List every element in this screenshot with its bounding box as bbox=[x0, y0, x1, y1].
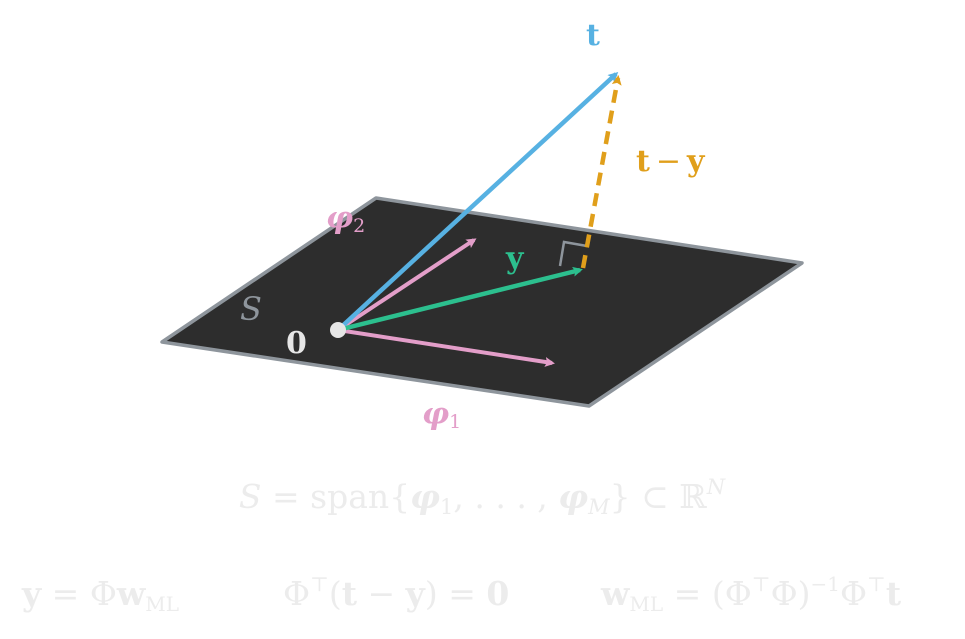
basis-1-label: φ1 bbox=[422, 397, 461, 433]
residual-vector-t-minus-y bbox=[580, 75, 622, 269]
eq3-sub: ML bbox=[629, 592, 663, 616]
span-formula-lhs: S bbox=[239, 477, 262, 516]
eq1-sub: ML bbox=[145, 592, 179, 616]
origin-label: 0 bbox=[286, 326, 307, 361]
eq3-sup3: ⊤ bbox=[867, 572, 886, 596]
eq2-minus: − bbox=[357, 574, 406, 613]
residual-label-y: y bbox=[686, 144, 706, 179]
span-formula-phi-1: φ bbox=[410, 477, 440, 516]
projection-label: y bbox=[505, 241, 525, 276]
eq2-t: t bbox=[342, 574, 358, 613]
basis-1-subscript: 1 bbox=[449, 411, 461, 433]
eq3-eq: = (Φ bbox=[663, 574, 752, 613]
span-formula-eq: = span{ bbox=[262, 477, 411, 516]
eq3-t: t bbox=[886, 574, 902, 613]
basis-2-symbol: φ bbox=[326, 201, 353, 236]
span-formula-sub-1: 1 bbox=[440, 495, 453, 519]
subspace-label: S bbox=[240, 290, 262, 328]
basis-vector-phi-2 bbox=[336, 238, 477, 332]
span-formula: S = span{φ1, . . . , φM} ⊂ ℝN bbox=[239, 475, 726, 519]
eq2-phi: Φ bbox=[283, 574, 310, 613]
eq2-close: ) = bbox=[425, 574, 487, 613]
eq3-mid: Φ) bbox=[771, 574, 811, 613]
eq3-w: w bbox=[600, 574, 631, 613]
subspace-plane bbox=[160, 196, 804, 408]
eq3-sup2: −1 bbox=[811, 572, 840, 596]
origin-point bbox=[330, 322, 346, 338]
eq1-rest: = Φ bbox=[41, 574, 117, 613]
span-formula-dots: , . . . , bbox=[453, 477, 558, 516]
target-label: t bbox=[586, 18, 600, 53]
projection-vector-y bbox=[337, 266, 583, 333]
basis-2-subscript: 2 bbox=[353, 215, 365, 237]
eq1-w: w bbox=[116, 574, 147, 613]
eq3-phi: Φ bbox=[840, 574, 867, 613]
right-angle-marker bbox=[558, 240, 588, 267]
basis-2-label: φ2 bbox=[326, 201, 365, 237]
equation-orthogonality: Φ⊤(t − y) = 0 bbox=[283, 572, 509, 613]
residual-label-t: t bbox=[636, 144, 650, 179]
residual-label-minus: − bbox=[656, 144, 681, 179]
span-formula-phi-m: φ bbox=[558, 477, 588, 516]
eq2-sup: ⊤ bbox=[310, 572, 329, 596]
span-formula-sub-m: M bbox=[587, 495, 610, 519]
residual-label: t−y bbox=[636, 144, 706, 179]
basis-1-symbol: φ bbox=[422, 397, 449, 432]
span-formula-sup-n: N bbox=[706, 475, 726, 499]
eq2-y: y bbox=[405, 574, 426, 613]
span-formula-close: } ⊂ ℝ bbox=[610, 477, 708, 516]
eq2-zero: 0 bbox=[486, 574, 509, 613]
basis-vector-phi-1 bbox=[337, 328, 555, 367]
eq2-open: ( bbox=[329, 574, 342, 613]
eq1-y: y bbox=[21, 574, 42, 613]
target-vector-t bbox=[336, 71, 619, 332]
equation-ml-weights: wML = (Φ⊤Φ)−1Φ⊤t bbox=[600, 572, 902, 616]
equation-projection: y = ΦwML bbox=[21, 574, 179, 616]
eq3-sup1: ⊤ bbox=[752, 572, 771, 596]
